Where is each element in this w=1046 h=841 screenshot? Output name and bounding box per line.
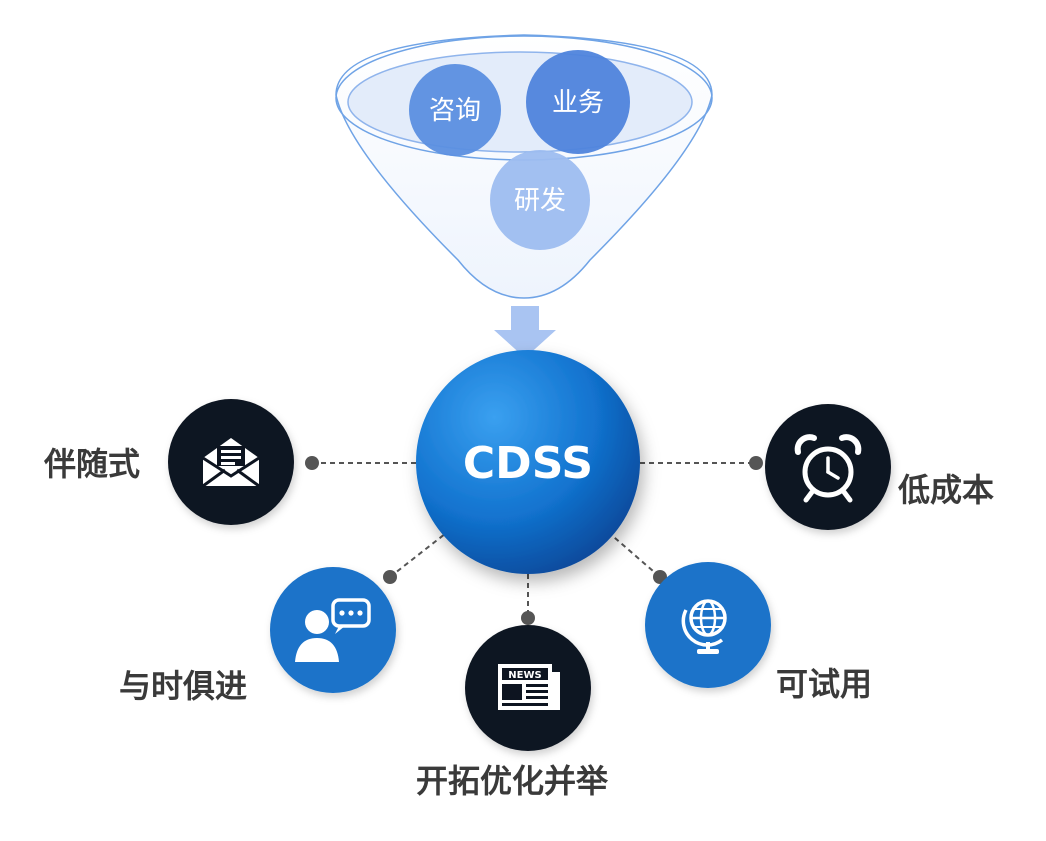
connector-dots (305, 456, 763, 625)
node-trial (645, 562, 771, 688)
label-accompany: 伴随式 (44, 445, 141, 483)
node-keep-pace-circle (270, 567, 396, 693)
connector-dot-lower-left (383, 570, 397, 584)
alarm-clock-icon (794, 434, 862, 503)
node-accompany (168, 399, 294, 525)
center-label: CDSS (463, 438, 593, 489)
connector-lower-left (389, 529, 451, 578)
svg-text:NEWS: NEWS (508, 670, 541, 681)
label-trial: 可试用 (776, 665, 873, 703)
label-explore-optimize: 开拓优化并举 (416, 762, 609, 800)
node-explore-optimize: NEWS (465, 625, 591, 751)
connector-dot-bottom (521, 611, 535, 625)
node-trial-circle (645, 562, 771, 688)
funnel: 咨询 业务 研发 (335, 34, 713, 299)
funnel-circle-business (526, 50, 630, 154)
down-arrow-icon (494, 306, 556, 358)
connector-lower-right (607, 531, 661, 578)
funnel-item-business: 业务 (552, 88, 604, 118)
envelope-icon (202, 438, 260, 488)
center-node: CDSS (416, 350, 640, 574)
funnel-circle-consult (409, 64, 501, 156)
funnel-item-consult: 咨询 (429, 96, 481, 126)
newspaper-icon: NEWS (498, 664, 560, 710)
funnel-circle-rnd (490, 150, 590, 250)
label-low-cost: 低成本 (898, 471, 995, 509)
globe-icon (681, 599, 727, 654)
connector-dot-left (305, 456, 319, 470)
connector-dot-right (749, 456, 763, 470)
connectors (312, 462, 756, 618)
node-keep-pace (270, 567, 396, 693)
funnel-rim-inner (347, 51, 693, 153)
center-circle (416, 350, 640, 574)
node-low-cost (765, 404, 891, 530)
funnel-item-rnd: 研发 (514, 186, 566, 216)
person-chat-icon (295, 598, 371, 662)
label-keep-pace: 与时俱进 (119, 667, 248, 705)
